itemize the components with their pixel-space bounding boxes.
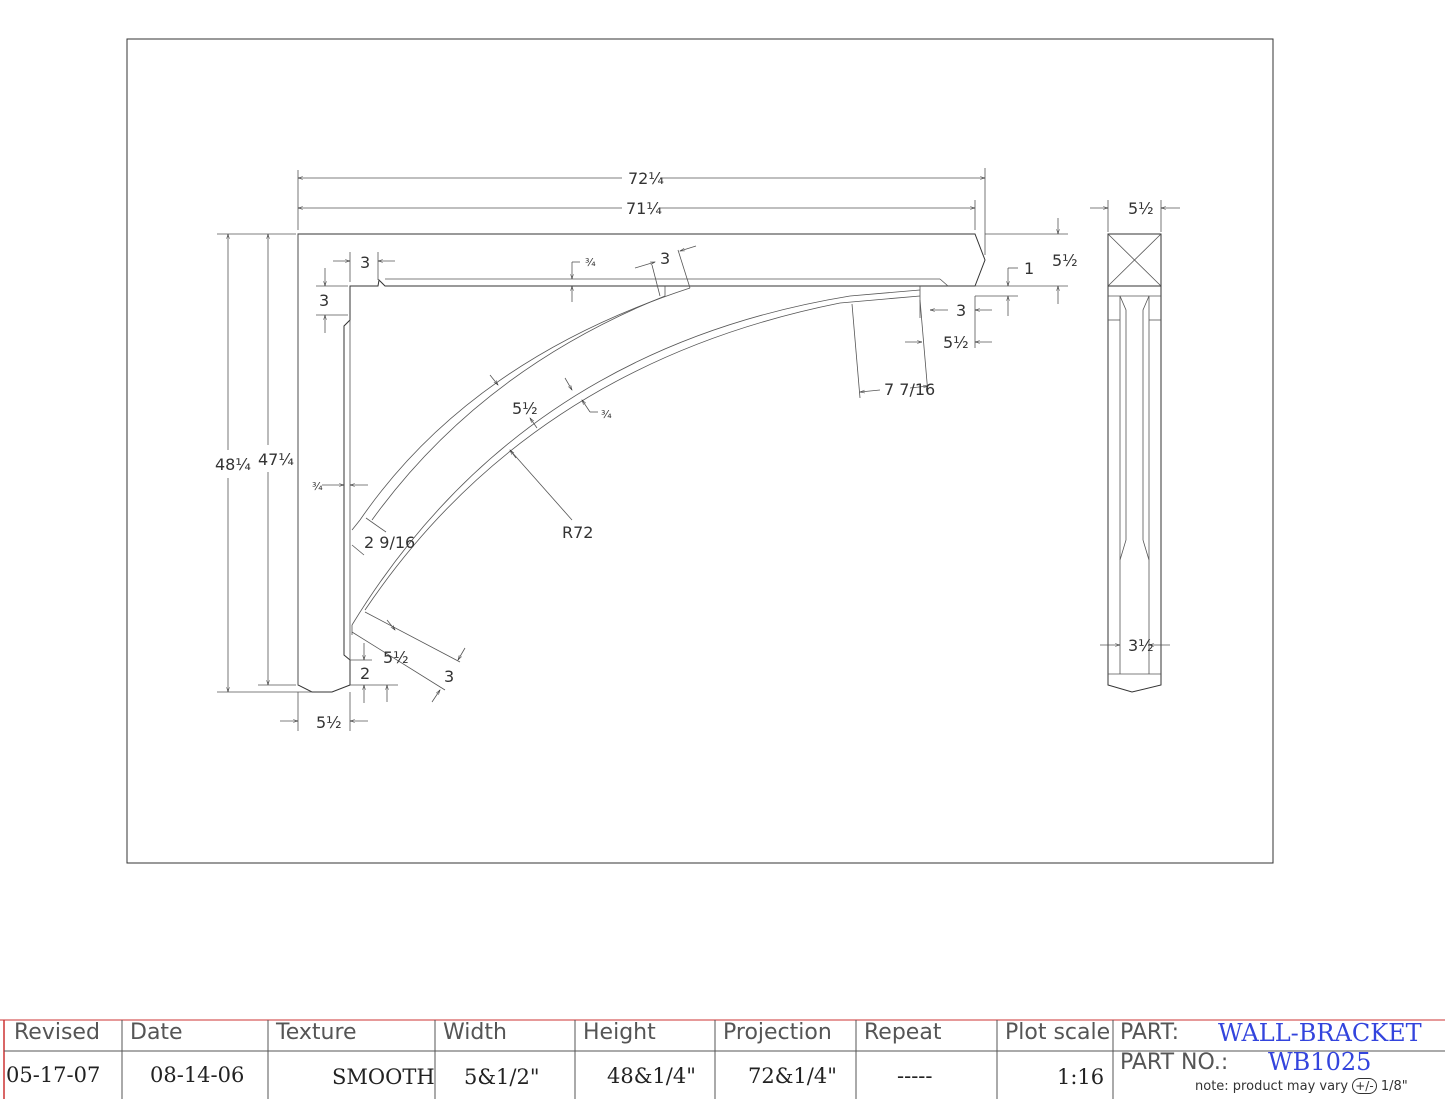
dim-bottom-step: 2: [360, 664, 370, 683]
title-block: Revised Date Texture Width Height Projec…: [0, 1019, 1445, 1099]
dim-radius: R72: [562, 523, 593, 542]
dim-right-depth: 5½: [943, 333, 969, 352]
header-texture: Texture: [276, 1020, 357, 1045]
note-label: note: product may vary: [1195, 1079, 1349, 1094]
value-plot-scale: 1:16: [1057, 1065, 1105, 1089]
header-repeat: Repeat: [864, 1020, 942, 1045]
dim-brace-thickness: ¾: [601, 408, 612, 421]
header-height: Height: [583, 1020, 656, 1045]
part-no-label: PART NO.:: [1120, 1050, 1229, 1075]
header-revised: Revised: [14, 1020, 100, 1045]
note-value: 1/8": [1380, 1079, 1408, 1094]
value-width: 5&1/2": [464, 1065, 540, 1089]
side-view: 5½ 3½: [1090, 199, 1180, 693]
dim-brace-foot: 2 9/16: [364, 533, 415, 552]
title-block-grid: [0, 1019, 1445, 1099]
header-date: Date: [130, 1020, 183, 1045]
dim-inner-width: 71¼: [626, 199, 662, 218]
dim-top-offset: 1: [1024, 259, 1034, 278]
header-plot-scale: Plot scale: [1005, 1020, 1111, 1045]
dim-side-width: 5½: [1128, 199, 1154, 218]
drawing-frame: [126, 38, 1274, 864]
part-label: PART:: [1120, 1020, 1180, 1045]
dim-overall-width: 72¼: [628, 169, 664, 188]
dim-bottom-brace-end: 3: [444, 667, 454, 686]
value-height: 48&1/4": [607, 1064, 696, 1088]
value-texture: SMOOTH: [332, 1065, 435, 1089]
dim-top-depth: 5½: [1052, 251, 1078, 270]
header-width: Width: [443, 1020, 507, 1045]
note-text: note: product may vary +/- 1/8": [1195, 1078, 1408, 1094]
tolerance-symbol: +/-: [1352, 1078, 1377, 1094]
dim-brace-width: 5½: [512, 399, 538, 418]
dim-inner-height: 47¼: [258, 450, 294, 469]
part-no: WB1025: [1268, 1048, 1372, 1076]
header-projection: Projection: [723, 1020, 832, 1045]
bracket-drawing: 72¼ 71¼ 48¼ 47¼ 5½ 1 3: [126, 38, 1274, 864]
part-name: WALL-BRACKET: [1218, 1019, 1422, 1047]
dim-top-rail-gap: ¾: [585, 256, 596, 269]
dim-bottom-width: 5½: [316, 713, 342, 732]
dim-side-inner: 3½: [1128, 636, 1154, 655]
dim-right-step: 3: [956, 301, 966, 320]
dim-overall-height: 48¼: [215, 455, 251, 474]
dim-brace-end: 3: [660, 249, 670, 268]
front-view: [297, 233, 986, 693]
dim-left-inset: 3: [360, 253, 370, 272]
value-projection: 72&1/4": [748, 1064, 837, 1088]
dimensions-front: 72¼ 71¼ 48¼ 47¼ 5½ 1 3: [215, 168, 1078, 732]
value-revised: 05-17-07: [6, 1063, 101, 1087]
dim-left-rail-gap: ¾: [312, 480, 323, 493]
dim-left-inset-v: 3: [319, 291, 329, 310]
value-repeat: -----: [897, 1064, 933, 1088]
dim-bottom-brace-width: 5½: [383, 648, 409, 667]
dim-brace-offset: 7 7/16: [884, 380, 935, 399]
value-date: 08-14-06: [150, 1063, 245, 1087]
